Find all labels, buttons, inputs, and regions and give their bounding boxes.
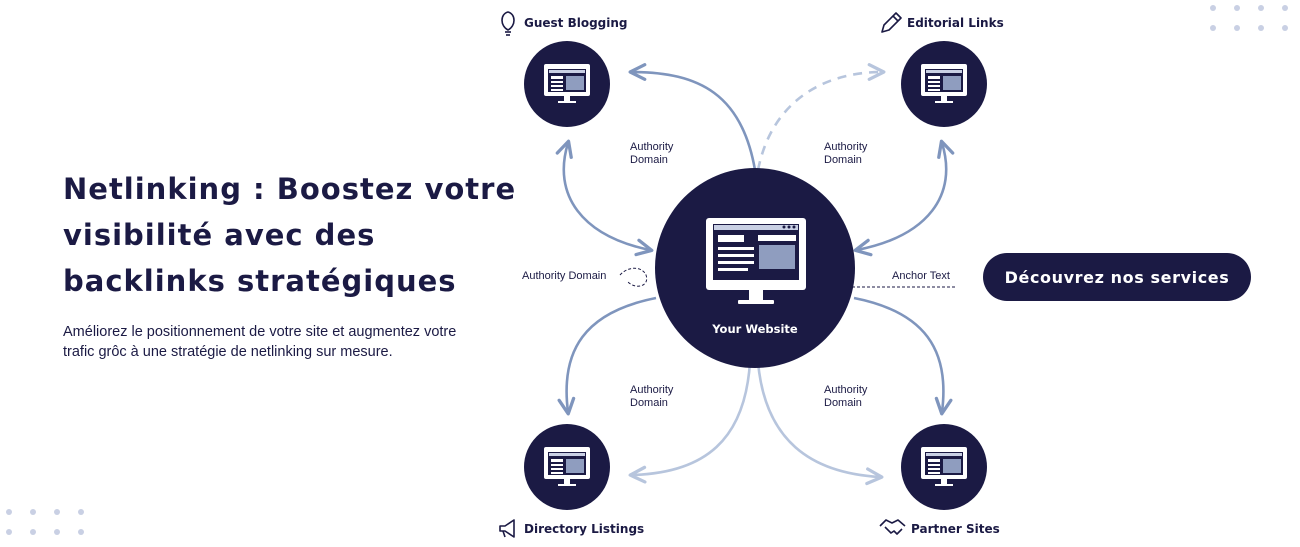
- edge-label-bl-1: Authority: [630, 384, 674, 396]
- node-label-partner-sites: Partner Sites: [911, 522, 1000, 536]
- decorative-dots-bottom-left: [6, 509, 84, 535]
- arrow-center-to-directory-listings-side: [557, 296, 657, 416]
- node-label-editorial-links: Editorial Links: [907, 16, 1004, 30]
- node-editorial-links: Editorial Links: [881, 12, 1004, 127]
- arrow-center-to-guest-blogging: [628, 63, 757, 171]
- arrow-center-to-editorial-links-dashed: [756, 63, 886, 171]
- megaphone-icon: [499, 519, 515, 538]
- arrow-guest-blogging-center: [555, 139, 654, 257]
- edge-label-left: Authority Domain: [522, 270, 606, 282]
- center-node-your-website: Your Website: [655, 168, 855, 368]
- decorative-dots-top-right: [1210, 5, 1288, 31]
- subline-line-2: trafic grôc à une stratégie de netlinkin…: [63, 344, 393, 360]
- headline-line-3: backlinks stratégiques: [63, 264, 457, 298]
- edge-label-tl-1: Authority: [630, 141, 674, 153]
- edge-label-tl-2: Domain: [630, 154, 668, 166]
- arrow-center-to-directory-listings: [628, 361, 752, 484]
- node-guest-blogging: Guest Blogging: [501, 11, 628, 127]
- subline-line-1: Améliorez le positionnement de votre sit…: [63, 324, 457, 340]
- center-node-label: Your Website: [711, 322, 798, 336]
- arrow-editorial-links-center: [853, 139, 955, 257]
- left-dashed-connector: [619, 267, 648, 287]
- node-directory-listings: Directory Listings: [499, 424, 644, 538]
- center-monitor-icon: [706, 218, 806, 304]
- headline-line-2: visibilité avec des: [63, 218, 376, 252]
- edge-label-bl-2: Domain: [630, 397, 668, 409]
- node-label-directory-listings: Directory Listings: [524, 522, 644, 536]
- edge-label-right: Anchor Text: [892, 270, 950, 282]
- node-label-guest-blogging: Guest Blogging: [524, 16, 628, 30]
- edge-label-tr-1: Authority: [824, 141, 868, 153]
- edge-label-tr-2: Domain: [824, 154, 862, 166]
- edge-label-br-2: Domain: [824, 397, 862, 409]
- page-headline: Netlinking : Boostez votre visibilité av…: [63, 166, 533, 304]
- edge-label-br-1: Authority: [824, 384, 868, 396]
- node-partner-sites: Partner Sites: [879, 424, 1000, 536]
- lightbulb-icon: [501, 11, 515, 36]
- handshake-icon: [879, 519, 906, 535]
- page-subheadline: Améliorez le positionnement de votre sit…: [63, 322, 483, 362]
- arrow-center-to-partner-sites: [756, 361, 884, 486]
- discover-services-button[interactable]: Découvrez nos services: [983, 253, 1251, 301]
- pencil-icon: [881, 12, 902, 33]
- headline-line-1: Netlinking : Boostez votre: [63, 172, 517, 206]
- arrow-center-to-partner-sites-side: [853, 296, 953, 416]
